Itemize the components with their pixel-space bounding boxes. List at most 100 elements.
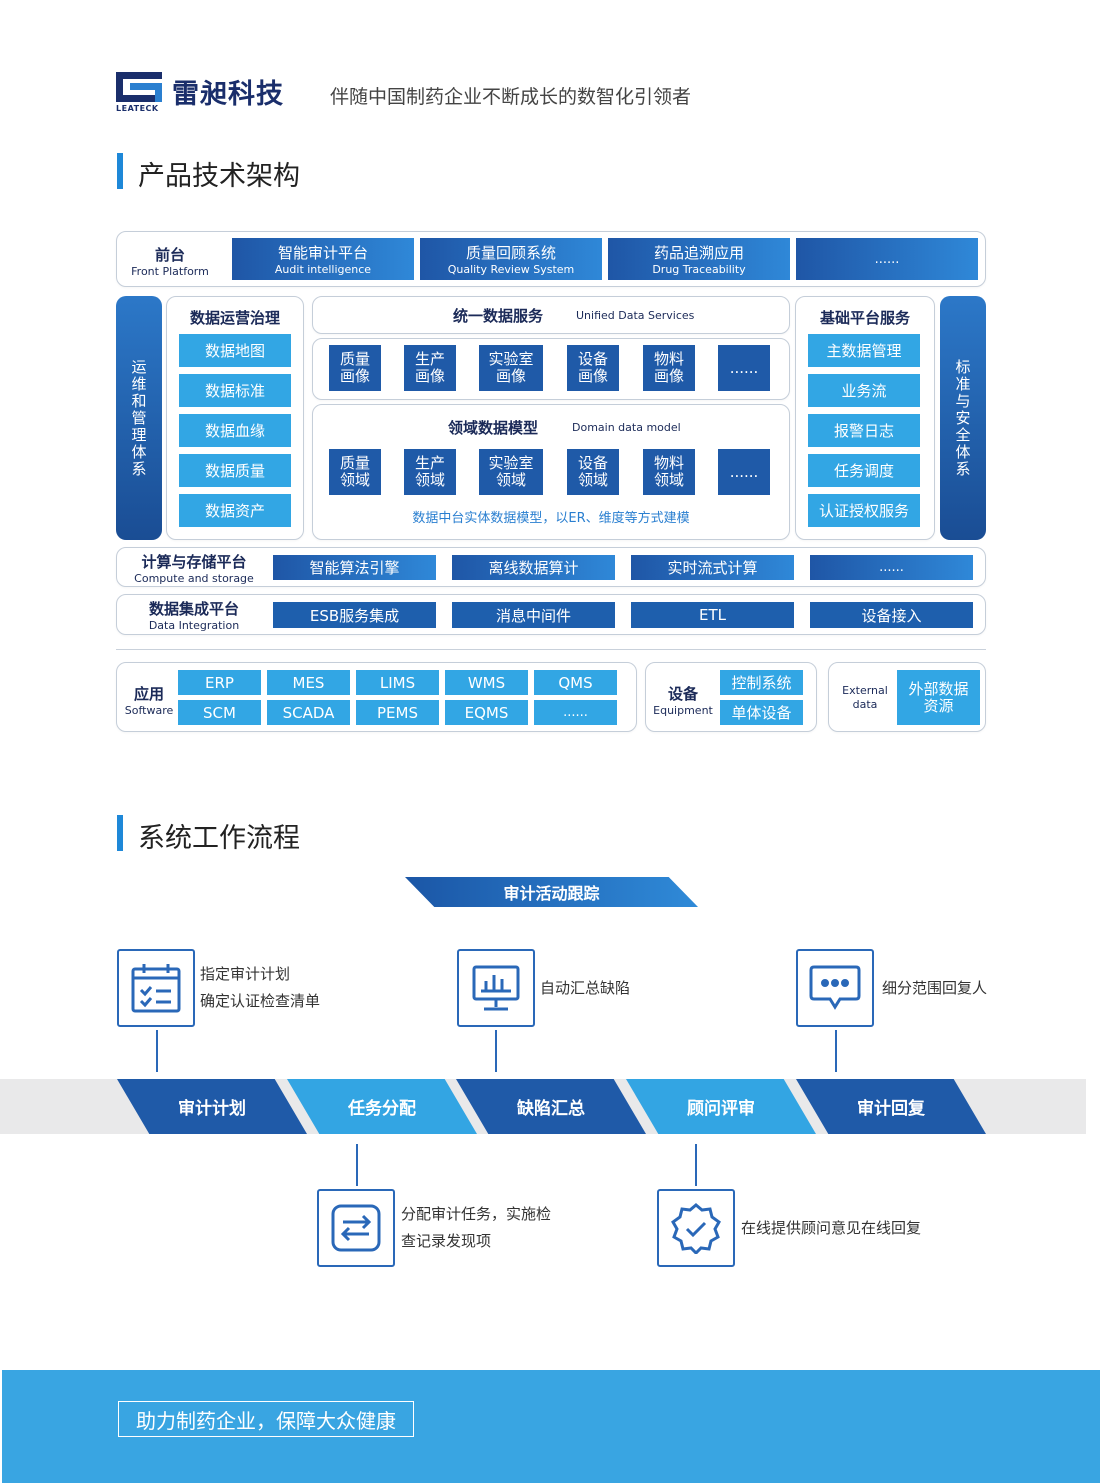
profile-equipment[interactable]: 设备画像 xyxy=(567,345,619,391)
compute-item-realtime[interactable]: 实时流式计算 xyxy=(631,555,794,580)
equipment-single-device[interactable]: 单体设备 xyxy=(720,700,803,725)
software-more[interactable]: ...... xyxy=(534,700,617,725)
domain-material[interactable]: 物料领域 xyxy=(643,449,695,495)
gov-item-data-asset[interactable]: 数据资产 xyxy=(179,494,291,527)
multiline-text: 质量画像 xyxy=(339,350,370,385)
gov-item-data-map[interactable]: 数据地图 xyxy=(179,334,291,367)
domain-lab[interactable]: 实验室领域 xyxy=(479,449,543,495)
domain-equipment[interactable]: 设备领域 xyxy=(567,449,619,495)
integration-item-mq[interactable]: 消息中间件 xyxy=(452,602,615,628)
multiline-text: 设备画像 xyxy=(577,350,608,385)
vertical-label-char: 体 xyxy=(131,442,147,461)
unified-data-services-title: 统一数据服务 xyxy=(453,307,544,325)
gov-item-data-lineage[interactable]: 数据血缘 xyxy=(179,414,291,447)
multiline-text: 质量领域 xyxy=(339,454,370,489)
note-task-assignment: 分配审计任务，实施检查记录发现项 xyxy=(401,1201,551,1255)
front-item-quality-review[interactable]: 质量回顾系统 Quality Review System xyxy=(420,238,602,280)
external-data-resource[interactable]: 外部数据资源 xyxy=(897,670,980,725)
standard-security-bar: 标准与安全体系 xyxy=(940,296,986,540)
compute-item-algorithm-engine[interactable]: 智能算法引擎 xyxy=(273,555,436,580)
footer-slogan: 助力制药企业，保障大众健康 xyxy=(118,1401,414,1437)
vertical-label-char: 运 xyxy=(131,357,147,376)
data-governance-title: 数据运营治理 xyxy=(189,309,280,327)
logo-mark xyxy=(116,72,162,102)
multiline-text: 在线提供顾问意见在线回复 xyxy=(741,1219,922,1237)
ops-management-label: 运维和管理体系 xyxy=(131,357,147,478)
vertical-label-char: 准 xyxy=(955,374,971,393)
profile-quality[interactable]: 质量画像 xyxy=(329,345,381,391)
front-item-audit[interactable]: 智能审计平台 Audit intelligence xyxy=(232,238,414,280)
integration-item-esb[interactable]: ESB服务集成 xyxy=(273,602,436,628)
connector-line xyxy=(356,1144,358,1186)
equipment-control-system[interactable]: 控制系统 xyxy=(720,670,803,695)
activity-tracking-banner: 审计活动跟踪 xyxy=(405,877,698,907)
base-item-auth-service[interactable]: 认证授权服务 xyxy=(808,494,920,527)
footer-band xyxy=(2,1370,1100,1483)
base-item-master-data[interactable]: 主数据管理 xyxy=(808,334,920,367)
integration-item-etl[interactable]: ETL xyxy=(631,602,794,628)
software-qms[interactable]: QMS xyxy=(534,670,617,695)
software-scada[interactable]: SCADA xyxy=(267,700,350,725)
compute-storage-label: 计算与存储平台 Compute and storage xyxy=(134,553,254,585)
section-title-workflow: 系统工作流程 xyxy=(138,823,300,854)
front-item-more[interactable]: ...... xyxy=(796,238,978,280)
software-erp[interactable]: ERP xyxy=(178,670,261,695)
multiline-text: ...... xyxy=(729,462,759,481)
multiline-text: 物料画像 xyxy=(653,350,684,385)
stage-consultant-review[interactable]: 顾问评审 xyxy=(626,1079,816,1134)
vertical-label-char: 标 xyxy=(955,357,971,376)
domain-production[interactable]: 生产领域 xyxy=(404,449,456,495)
base-item-workflow[interactable]: 业务流 xyxy=(808,374,920,407)
equipment-label: 设备 Equipment xyxy=(653,685,713,717)
software-pems[interactable]: PEMS xyxy=(356,700,439,725)
stage-audit-reply[interactable]: 审计回复 xyxy=(796,1079,986,1134)
domain-data-model-title-en: Domain data model xyxy=(572,421,681,434)
connector-line xyxy=(835,1030,837,1072)
stage-defect-summary[interactable]: 缺陷汇总 xyxy=(456,1079,646,1134)
vertical-label-char: 系 xyxy=(955,459,971,478)
section-title-architecture: 产品技术架构 xyxy=(138,161,300,192)
software-mes[interactable]: MES xyxy=(267,670,350,695)
stage-task-assignment[interactable]: 任务分配 xyxy=(287,1079,477,1134)
note-reply-scope: 细分范围回复人 xyxy=(882,975,987,1002)
connector-line xyxy=(156,1030,158,1072)
multiline-text: 外部数据资源 xyxy=(908,679,969,715)
profile-lab[interactable]: 实验室画像 xyxy=(479,345,543,391)
profile-row xyxy=(312,338,790,400)
note-audit-plan: 指定审计计划确定认证检查清单 xyxy=(200,961,320,1015)
compute-item-more[interactable]: ...... xyxy=(810,555,973,580)
software-wms[interactable]: WMS xyxy=(445,670,528,695)
multiline-text: 实验室领域 xyxy=(488,454,534,489)
ops-management-bar: 运维和管理体系 xyxy=(116,296,162,540)
monitor-chart-icon xyxy=(457,949,535,1027)
software-scm[interactable]: SCM xyxy=(178,700,261,725)
compute-item-offline[interactable]: 离线数据算计 xyxy=(452,555,615,580)
vertical-label-char: 体 xyxy=(955,442,971,461)
section-marker xyxy=(117,815,123,851)
verified-badge-icon xyxy=(657,1189,735,1267)
multiline-text: 自动汇总缺陷 xyxy=(540,979,631,997)
vertical-label-char: 和 xyxy=(131,391,147,410)
integration-item-device[interactable]: 设备接入 xyxy=(810,602,973,628)
multiline-text: 物料领域 xyxy=(653,454,684,489)
multiline-text: 生产画像 xyxy=(414,350,445,385)
vertical-label-char: 全 xyxy=(955,425,971,444)
domain-quality[interactable]: 质量领域 xyxy=(329,449,381,495)
profile-production[interactable]: 生产画像 xyxy=(404,345,456,391)
gov-item-data-quality[interactable]: 数据质量 xyxy=(179,454,291,487)
multiline-text: 生产领域 xyxy=(414,454,445,489)
vertical-label-char: 理 xyxy=(131,425,147,444)
base-item-scheduling[interactable]: 任务调度 xyxy=(808,454,920,487)
base-item-alarm-log[interactable]: 报警日志 xyxy=(808,414,920,447)
stage-audit-plan[interactable]: 审计计划 xyxy=(117,1079,307,1134)
front-item-traceability[interactable]: 药品追溯应用 Drug Traceability xyxy=(608,238,790,280)
software-eqms[interactable]: EQMS xyxy=(445,700,528,725)
exchange-arrows-icon xyxy=(317,1189,395,1267)
software-lims[interactable]: LIMS xyxy=(356,670,439,695)
profile-more[interactable]: ...... xyxy=(718,345,770,391)
profile-material[interactable]: 物料画像 xyxy=(643,345,695,391)
gov-item-data-standard[interactable]: 数据标准 xyxy=(179,374,291,407)
domain-more[interactable]: ...... xyxy=(718,449,770,495)
